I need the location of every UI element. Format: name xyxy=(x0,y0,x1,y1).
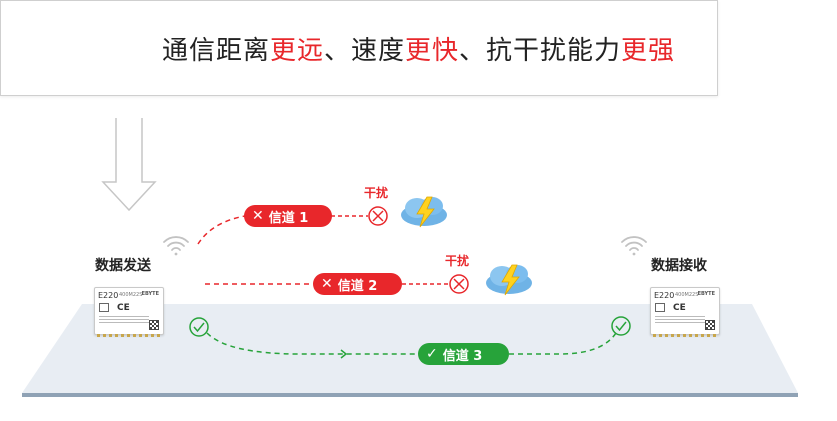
channel-1-label: 信道 1 xyxy=(268,210,309,226)
cross-circle-icon xyxy=(368,206,388,226)
sender-label: 数据发送 xyxy=(95,258,151,274)
module-cert: CE xyxy=(673,303,686,313)
down-arrow-icon xyxy=(101,118,157,212)
headline-seg-5: 、抗干扰能力 xyxy=(459,36,622,66)
wifi-signal-icon xyxy=(163,236,189,256)
module-name: E220 xyxy=(654,291,675,300)
channel-3-label: 信道 3 xyxy=(442,348,483,364)
module-name: E220 xyxy=(98,291,119,300)
module-text-lines xyxy=(655,316,705,324)
floor-plane xyxy=(22,304,798,393)
arrow-chevron xyxy=(340,349,348,359)
qr-code-icon xyxy=(705,320,715,330)
lightning-cloud-icon xyxy=(486,264,532,296)
headline-seg-2: 更远 xyxy=(269,36,324,66)
channel-1-pill: ✕ 信道 1 xyxy=(244,205,332,227)
qr-code-icon xyxy=(149,320,159,330)
lightning-cloud-icon xyxy=(401,196,447,228)
check-circle-icon xyxy=(189,317,209,337)
cross-icon: ✕ xyxy=(321,276,333,292)
wifi-signal-icon xyxy=(621,236,647,256)
channel-3-path xyxy=(206,332,418,355)
channel-1-path xyxy=(197,215,246,245)
channel-2-label: 信道 2 xyxy=(337,278,378,294)
module-cert: CE xyxy=(117,303,130,313)
headline-banner: 通信距离更远、速度更快、抗干扰能力更强 xyxy=(0,0,718,96)
receiver-module: E220 400M22S EBYTE CE xyxy=(650,287,720,337)
module-certmark-icon xyxy=(655,303,665,312)
module-brand: EBYTE xyxy=(141,291,159,297)
cross-circle-icon xyxy=(449,274,469,294)
interference-label-2: 干扰 xyxy=(445,254,470,268)
channel-2-pill: ✕ 信道 2 xyxy=(313,273,402,295)
module-pads xyxy=(653,334,717,337)
channel-3-path-tail xyxy=(509,332,617,355)
headline-seg-4: 更快 xyxy=(405,36,460,66)
receiver-label: 数据接收 xyxy=(651,258,707,274)
cross-icon: ✕ xyxy=(252,208,264,224)
sender-module: E220 400M22S EBYTE CE xyxy=(94,287,164,337)
headline: 通信距离更远、速度更快、抗干扰能力更强 xyxy=(0,30,837,67)
module-part: 400M22S xyxy=(119,292,143,298)
headline-seg-3: 、速度 xyxy=(323,36,405,66)
floor-edge xyxy=(22,393,798,397)
interference-label-1: 干扰 xyxy=(364,186,389,200)
check-circle-icon xyxy=(611,316,631,336)
module-part: 400M22S xyxy=(675,292,699,298)
headline-seg-6: 更强 xyxy=(621,36,676,66)
module-text-lines xyxy=(99,316,149,324)
check-icon: ✓ xyxy=(426,346,438,362)
headline-seg-1: 通信距离 xyxy=(161,36,270,66)
module-certmark-icon xyxy=(99,303,109,312)
channel-3-pill: ✓ 信道 3 xyxy=(418,343,509,365)
module-pads xyxy=(97,334,161,337)
module-brand: EBYTE xyxy=(697,291,715,297)
